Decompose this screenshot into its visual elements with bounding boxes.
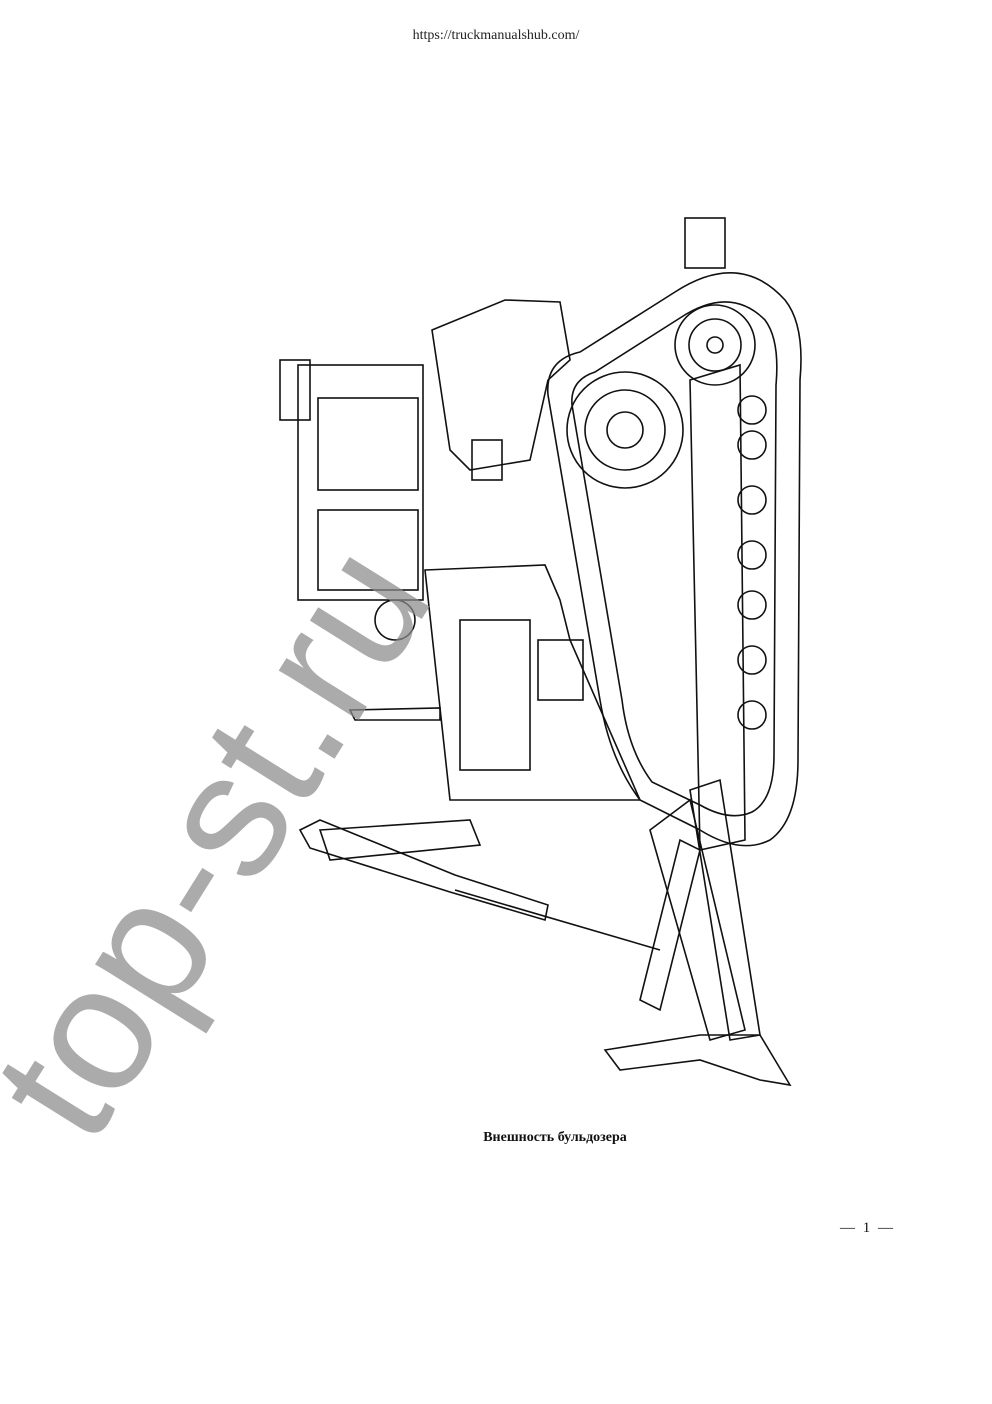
road-wheels: [737, 395, 767, 730]
page-number: — 1 —: [840, 1220, 895, 1236]
track-frame: [689, 363, 746, 851]
track-inner: [571, 301, 778, 817]
lift-cylinder: [298, 819, 549, 922]
idler-wheel: [674, 304, 756, 386]
dozer-blade: [603, 1034, 792, 1087]
engine-hood: [431, 299, 571, 471]
diagonal-brace: [639, 838, 701, 1012]
main-body: [424, 564, 642, 801]
track-outer: [547, 272, 802, 847]
source-url: https://truckmanualshub.com/: [412, 28, 580, 43]
sprocket: [566, 371, 684, 489]
cab: [297, 364, 424, 601]
hitch-top: [684, 217, 726, 269]
push-arm: [649, 798, 746, 1041]
figure-caption: Внешность бульдозера: [483, 1130, 627, 1145]
